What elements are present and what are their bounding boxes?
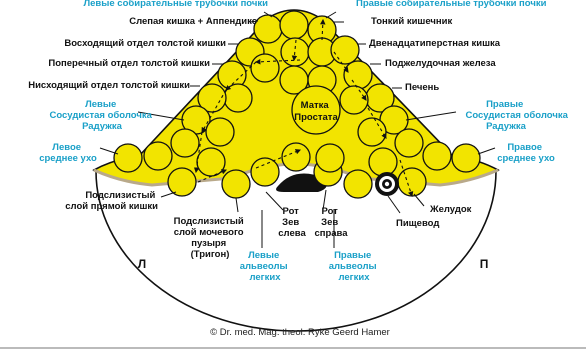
relay-circle [280,11,308,39]
label-mouth-pharynx-right: Рот Зев справа [314,206,348,239]
label-left-alveoli: Левые альвеолы легких [240,250,291,283]
relay-circle [452,144,480,172]
relay-circle [114,144,142,172]
relay-circle [251,158,279,186]
label-left-collecting-tubules: Левые собирательные трубочки почки [83,0,268,9]
label-right-middle-ear: Правое среднее ухо [497,142,555,164]
relay-circle [344,170,372,198]
relay-circle [423,142,451,170]
relay-circle [316,144,344,172]
relay-circle [168,168,196,196]
relay-circle [144,142,172,170]
label-ascending-colon: Восходящий отдел толстой кишки [64,38,226,49]
relay-circle [358,118,386,146]
esophagus-target-icon [375,172,399,196]
label-left-middle-ear: Левое среднее ухо [39,142,97,164]
relay-circle [344,61,372,89]
relay-circle [398,168,426,196]
relay-circle [254,15,282,43]
copyright-text: © Dr. med. Mag. theol. Ryke Geerd Hamer [210,327,390,338]
label-pancreas: Поджелудочная железа [385,58,496,69]
label-right-alveoli: Правые альвеолы легких [329,250,380,283]
label-liver: Печень [405,82,439,93]
label-esophagus: Пищевод [396,218,439,229]
label-right-collecting-tubules: Правые собирательные трубочки почки [356,0,547,9]
relay-circle [206,118,234,146]
label-side-left: Л [138,257,146,271]
label-small-intestine: Тонкий кишечник [371,16,452,27]
label-rectum-submucosa: Подслизистый слой прямой кишки [65,190,158,212]
relay-circle [171,129,199,157]
relay-circle [340,86,368,114]
relay-circle [251,54,279,82]
label-cecum-appendix: Слепая кишка + Аппендикс [129,16,257,27]
label-bladder-submucosa: Подслизистый слой мочевого пузыря (Триго… [174,216,247,260]
label-mouth-pharynx-left: Рот Зев слева [278,206,306,239]
label-descending-colon: Нисходящий отдел толстой кишки [28,80,190,91]
label-left-choroid: Левые Сосудистая оболочка Радужка [49,99,154,132]
relay-circle [222,170,250,198]
relay-circle [282,143,310,171]
label-side-right: П [480,257,489,271]
relay-circle [369,148,397,176]
label-transverse-colon: Поперечный отдел толстой кишки [48,58,210,69]
label-right-choroid: Правые Сосудистая оболочка Радужка [465,99,570,132]
relay-circle [395,129,423,157]
relay-circle [331,36,359,64]
label-duodenum: Двенадцатиперстная кишка [369,38,501,49]
label-stomach: Желудок [429,204,472,215]
